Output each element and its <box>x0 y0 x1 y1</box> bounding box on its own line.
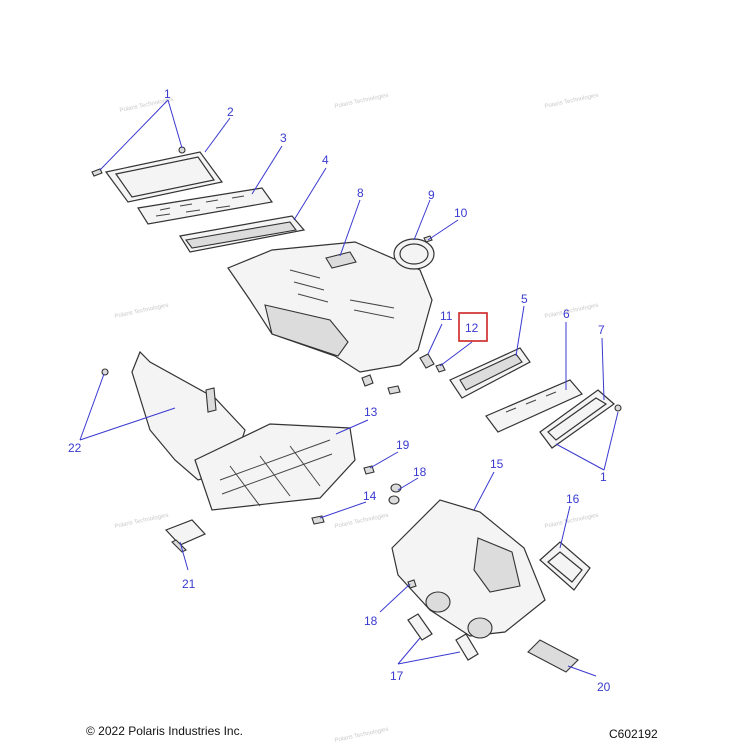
part-15-airbox-outlet <box>391 499 546 639</box>
leader-lines <box>79 99 619 677</box>
callout-13: 13 <box>364 405 378 419</box>
watermark: Polaris Technologies <box>544 93 599 110</box>
callout-16: 16 <box>566 492 580 506</box>
watermark: Polaris Technologies <box>334 727 389 744</box>
part-18-grommet-lower <box>407 579 417 589</box>
part-7-gasket <box>539 389 622 449</box>
part-16-seal <box>539 541 591 591</box>
part-5-seal <box>449 347 531 399</box>
part-19-clip <box>363 465 375 475</box>
part-8-airbox-upper <box>227 241 433 395</box>
watermark: Polaris Technologies <box>334 513 389 530</box>
callout-17: 17 <box>390 669 404 683</box>
part-10-clip <box>423 235 433 243</box>
watermark: Polaris Technologies <box>544 303 599 320</box>
figure-code: C602192 <box>609 727 658 741</box>
part-6-grille <box>485 379 583 433</box>
callout-2: 2 <box>227 105 234 119</box>
part-20-label <box>527 639 579 673</box>
callout-11: 11 <box>440 309 453 323</box>
callout-1-top: 1 <box>164 87 171 101</box>
callout-3: 3 <box>280 131 287 145</box>
callout-7: 7 <box>598 323 605 337</box>
part-18-grommet-upper <box>388 483 402 505</box>
highlight-box-12 <box>458 312 488 342</box>
callout-8: 8 <box>357 186 364 200</box>
callout-19: 19 <box>396 438 410 452</box>
callout-10: 10 <box>454 206 468 220</box>
callout-12: 12 <box>465 321 479 335</box>
part-2-gasket <box>104 151 224 203</box>
callout-1-right: 1 <box>600 470 607 484</box>
callout-20: 20 <box>597 680 611 694</box>
callout-14: 14 <box>363 489 377 503</box>
part-3-grille <box>137 187 274 225</box>
watermark: Polaris Technologies <box>114 513 169 530</box>
part-17-clamps <box>407 613 479 661</box>
callout-21: 21 <box>182 577 196 591</box>
callout-22: 22 <box>68 441 82 455</box>
watermark: Polaris Technologies <box>334 93 389 110</box>
part-12-fastener <box>435 363 446 373</box>
copyright-notice: © 2022 Polaris Industries Inc. <box>86 724 243 738</box>
part-21-strap <box>164 519 207 553</box>
callout-18-lower: 18 <box>364 614 378 628</box>
callout-4: 4 <box>322 153 329 167</box>
watermark: Polaris Technologies <box>114 303 169 320</box>
watermark: Polaris Technologies <box>544 513 599 530</box>
callout-5: 5 <box>521 292 528 306</box>
part-11-fastener <box>419 353 435 369</box>
part-4-duct <box>179 215 306 253</box>
part-9-ring <box>393 238 435 270</box>
part-13-filter-housing <box>194 423 356 511</box>
callout-9: 9 <box>428 188 435 202</box>
callouts: 1 2 3 4 8 9 10 11 12 5 6 7 1 13 19 18 14… <box>68 87 611 694</box>
callout-15: 15 <box>490 457 504 471</box>
callout-18-upper: 18 <box>413 465 427 479</box>
callout-6: 6 <box>563 307 570 321</box>
